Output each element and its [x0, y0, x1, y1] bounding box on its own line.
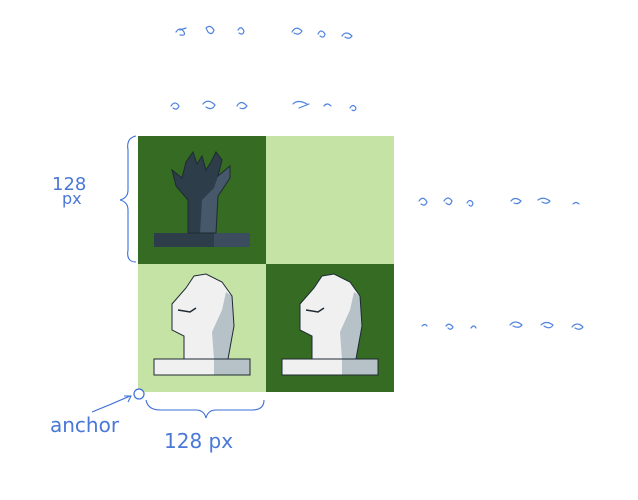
arrow-icon: [91, 395, 132, 413]
scribble-row-2: [170, 100, 357, 112]
knight-icon: [153, 273, 251, 376]
scribble-row-3: [418, 197, 580, 207]
board-square-light-top-right: [266, 136, 394, 264]
scribble-row-1: [175, 25, 353, 39]
width-label: 128 px: [164, 429, 233, 453]
height-label-unit: px: [62, 189, 82, 208]
anchor-point-icon: [133, 388, 145, 400]
brace-icon: [119, 135, 137, 263]
height-label-value: 128: [52, 174, 86, 195]
tree-icon: [154, 150, 250, 247]
knight-icon: [281, 273, 379, 376]
brace-icon: [145, 399, 265, 419]
anchor-label: anchor: [50, 413, 120, 437]
scribble-row-4: [421, 321, 584, 330]
